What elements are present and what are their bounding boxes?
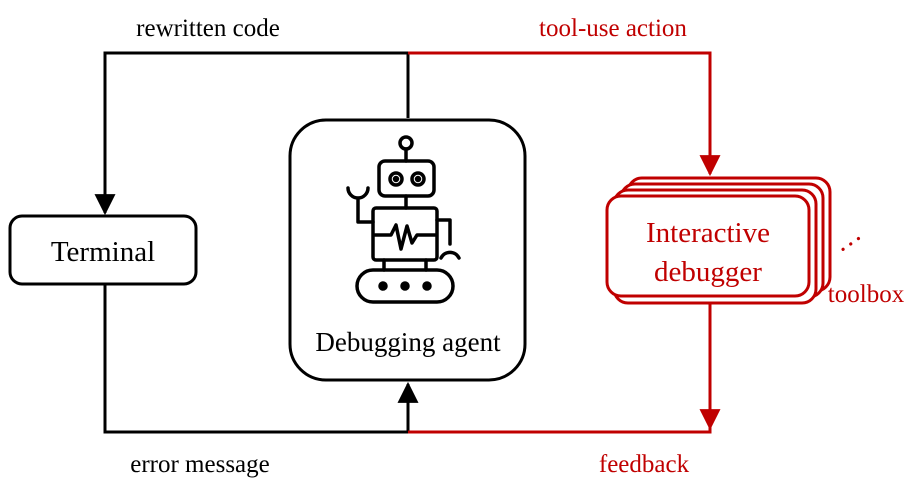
rewritten-code-connector — [94, 51, 410, 216]
interactive-debugger-label-line1: Interactive — [646, 217, 770, 249]
terminal-label: Terminal — [51, 236, 155, 268]
interactive-debugger-label-line2: debugger — [654, 256, 762, 288]
feedback-connector — [408, 296, 721, 434]
rewritten-code-label: rewritten code — [136, 15, 280, 42]
robot-icon — [346, 135, 461, 304]
toolbox-label: toolbox — [828, 281, 905, 308]
interactive-debugger-stack: Interactive debugger — [605, 176, 832, 305]
debugging-agent-label: Debugging agent — [315, 327, 501, 357]
tool-use-action-connector — [408, 51, 721, 177]
debugging-agent-node: Debugging agent — [288, 118, 527, 382]
error-message-connector — [103, 282, 419, 434]
terminal-node: Terminal — [8, 214, 198, 286]
toolbox-ellipsis: … — [826, 217, 867, 258]
error-message-label: error message — [130, 451, 270, 478]
tool-use-action-label: tool-use action — [539, 15, 687, 42]
feedback-label: feedback — [599, 451, 690, 478]
